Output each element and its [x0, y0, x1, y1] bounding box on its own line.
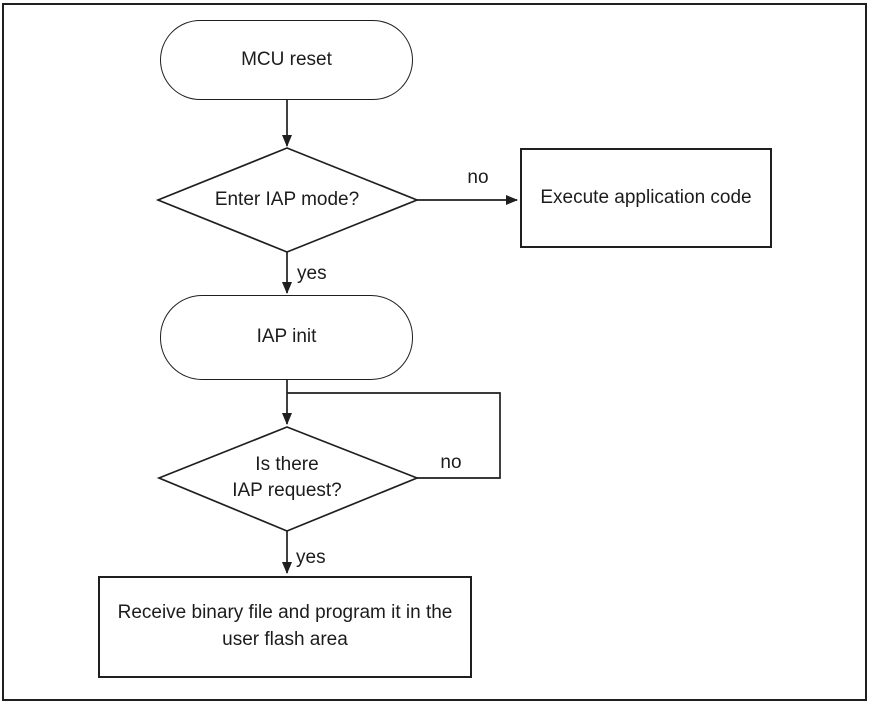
node-execute-application-code: Execute application code: [520, 148, 772, 248]
node-mcu-reset-label: MCU reset: [241, 48, 332, 70]
node-mcu-reset: MCU reset: [160, 20, 413, 100]
edge-iap-request-no-loop: [287, 392, 501, 479]
edge-label-iap-request-yes: yes: [296, 547, 326, 568]
node-is-there-iap-request-label: Is there IAP request?: [232, 454, 342, 501]
node-iap-init-label: IAP init: [256, 326, 317, 348]
node-execute-application-code-label: Execute application code: [540, 186, 752, 208]
node-receive-binary-file: Receive binary file and program it in th…: [98, 576, 472, 678]
node-iap-init: IAP init: [160, 295, 413, 380]
node-receive-binary-file-label: Receive binary file and program it in th…: [117, 602, 453, 650]
edge-label-enter-iap-yes: yes: [297, 263, 327, 284]
edge-label-enter-iap-no: no: [467, 167, 489, 188]
node-enter-iap-mode-label: Enter IAP mode?: [214, 189, 360, 211]
edge-label-iap-request-no: no: [440, 452, 462, 473]
